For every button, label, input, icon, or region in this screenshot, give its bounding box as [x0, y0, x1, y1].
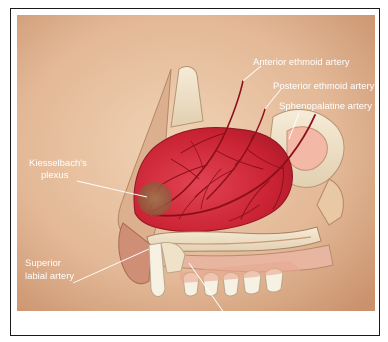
label-anterior-ethmoid: Anterior ethmoid artery: [253, 57, 350, 68]
label-greater-palatine: Greater palatine artery: [217, 319, 312, 330]
label-kiesselbach-line1: Kiesselbach's: [29, 158, 87, 169]
figure-frame: Anterior ethmoid artery Posterior ethmoi…: [10, 8, 380, 336]
label-sphenopalatine: Sphenopalatine artery: [279, 101, 372, 112]
nasal-blood-supply-illustration: Anterior ethmoid artery Posterior ethmoi…: [11, 9, 380, 336]
label-superior-labial-line1: Superior: [25, 258, 61, 269]
kiesselbach-plexus-area: [138, 182, 172, 216]
label-superior-labial-line2: labial artery: [25, 271, 74, 282]
label-posterior-ethmoid: Posterior ethmoid artery: [273, 81, 375, 92]
label-kiesselbach-line2: plexus: [41, 170, 69, 181]
